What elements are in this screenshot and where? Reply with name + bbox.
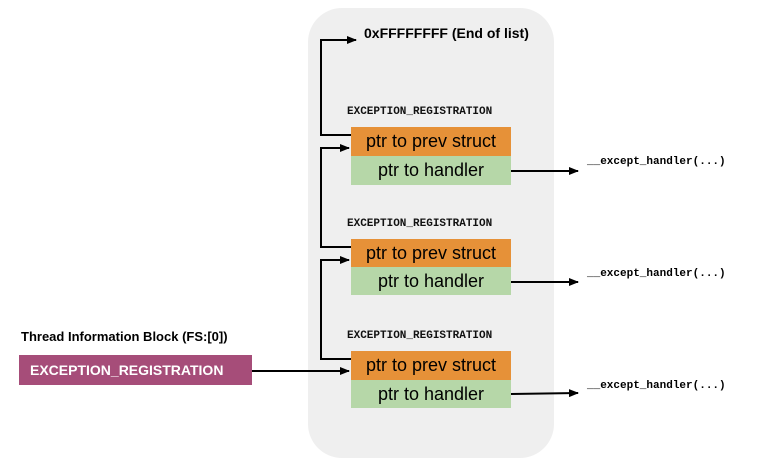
- prev-field-node3: ptr to prev struct: [351, 351, 511, 380]
- struct-label-node1: EXCEPTION_REGISTRATION: [347, 106, 493, 118]
- handler-field-node1: ptr to handler: [351, 156, 511, 185]
- arrow-node2-to-node1: [320, 144, 351, 248]
- handler-fn-node1: __except_handler(...): [587, 156, 726, 168]
- handler-field-node3: ptr to handler: [351, 380, 511, 408]
- end-of-list-label: 0xFFFFFFFF (End of list): [364, 25, 529, 41]
- prev-field-node2: ptr to prev struct: [351, 239, 511, 267]
- prev-field-node1: ptr to prev struct: [351, 127, 511, 156]
- handler-fn-node3: __except_handler(...): [587, 380, 726, 392]
- struct-label-node3: EXCEPTION_REGISTRATION: [347, 330, 493, 342]
- tib-title: Thread Information Block (FS:[0]): [21, 329, 228, 344]
- arrow-node1-to-end: [320, 36, 357, 136]
- arrow-node3-to-node2: [320, 256, 351, 360]
- struct-label-node2: EXCEPTION_REGISTRATION: [347, 218, 493, 230]
- arrow-handler3: [510, 389, 579, 398]
- handler-field-node2: ptr to handler: [351, 267, 511, 295]
- handler-fn-node2: __except_handler(...): [587, 268, 726, 280]
- tib-exception-registration-box: EXCEPTION_REGISTRATION: [19, 355, 252, 385]
